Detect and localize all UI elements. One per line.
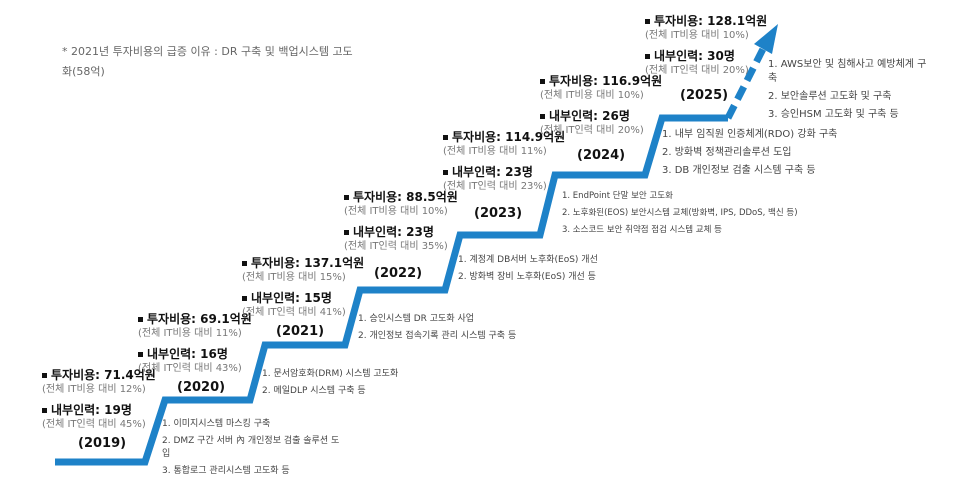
year-label-2024: (2024)	[577, 148, 626, 163]
stat-block-2023: 투자비용: 114.9억원 (전체 IT비용 대비 11%) 내부인력: 23명…	[443, 130, 565, 200]
bullet-icon	[645, 54, 650, 59]
bullet-icon	[344, 195, 349, 200]
invest-sub-2021: (전체 IT비용 대비 15%)	[242, 272, 346, 283]
staff-sub-2019: (전체 IT인력 대비 45%)	[42, 419, 146, 430]
staff-sub-2020: (전체 IT인력 대비 43%)	[138, 363, 242, 374]
project-list-2022: 1. 계정계 DB서버 노후화(EoS) 개선 2. 방화벽 장비 노후화(Eo…	[458, 254, 598, 288]
project-list-2021: 1. 승인시스템 DR 고도화 사업 2. 개인정보 접속기록 관리 시스템 구…	[358, 313, 516, 347]
invest-2025: 투자비용: 128.1억원	[645, 14, 767, 29]
invest-sub-2022: (전체 IT비용 대비 10%)	[344, 206, 448, 217]
staff-sub-2022: (전체 IT인력 대비 35%)	[344, 241, 448, 252]
list-item: 3. 승인HSM 고도화 및 구축 등	[768, 109, 899, 120]
list-item: 2. 노후화된(EOS) 보안시스템 교체(방화벽, IPS, DDoS, 백신…	[562, 208, 798, 218]
bullet-icon	[443, 135, 448, 140]
project-list-2023: 1. EndPoint 단말 보안 고도화 2. 노후화된(EOS) 보안시스템…	[562, 190, 798, 241]
project-list-2019: 1. 이미지시스템 마스킹 구축 2. DMZ 구간 서버 內 개인정보 검출 …	[162, 418, 347, 482]
stat-block-2019: 투자비용: 71.4억원 (전체 IT비용 대비 12%) 내부인력: 19명 …	[42, 368, 156, 438]
list-item: 2. 방화벽 장비 노후화(EoS) 개선 등	[458, 272, 596, 282]
year-label-2020: (2020)	[177, 380, 226, 395]
project-list-2025: 1. AWS보안 및 침해사고 예방체계 구축 2. 보안솔루션 고도화 및 구…	[768, 58, 930, 126]
year-label-2021: (2021)	[276, 324, 325, 339]
invest-2021: 투자비용: 137.1억원	[242, 256, 364, 271]
growth-arrow-head	[754, 24, 778, 54]
list-item: 2. 메일DLP 시스템 구축 등	[262, 386, 366, 396]
list-item: 1. 승인시스템 DR 고도화 사업	[358, 314, 475, 324]
year-label-2025: (2025)	[680, 88, 729, 103]
staff-2023: 내부인력: 23명	[443, 165, 565, 180]
bullet-icon	[42, 373, 47, 378]
bullet-icon	[344, 230, 349, 235]
bullet-icon	[242, 261, 247, 266]
growth-arrow-dashed	[724, 43, 769, 120]
invest-2023: 투자비용: 114.9억원	[443, 130, 565, 145]
staff-sub-2023: (전체 IT인력 대비 23%)	[443, 181, 547, 192]
project-list-2024: 1. 내부 임직원 인증체계(RDO) 강화 구축 2. 방화벽 정책관리솔루션…	[662, 128, 837, 182]
year-label-2023: (2023)	[474, 206, 523, 221]
staff-2020: 내부인력: 16명	[138, 347, 252, 362]
list-item: 3. 소스코드 보안 취약점 점검 시스템 교체 등	[562, 225, 722, 235]
invest-2019: 투자비용: 71.4억원	[42, 368, 156, 383]
invest-sub-2024: (전체 IT비용 대비 10%)	[540, 90, 644, 101]
staff-sub-2021: (전체 IT인력 대비 41%)	[242, 307, 346, 318]
invest-sub-2020: (전체 IT비용 대비 11%)	[138, 328, 242, 339]
staff-2021: 내부인력: 15명	[242, 291, 364, 306]
staff-sub-2025: (전체 IT인력 대비 20%)	[645, 65, 749, 76]
bullet-icon	[42, 408, 47, 413]
project-list-2020: 1. 문서암호화(DRM) 시스템 고도화 2. 메일DLP 시스템 구축 등	[262, 368, 398, 402]
staff-sub-2024: (전체 IT인력 대비 20%)	[540, 125, 644, 136]
stat-block-2022: 투자비용: 88.5억원 (전체 IT비용 대비 10%) 내부인력: 23명 …	[344, 190, 458, 260]
year-label-2022: (2022)	[374, 266, 423, 281]
invest-2020: 투자비용: 69.1억원	[138, 312, 252, 327]
list-item: 3. 통합로그 관리시스템 고도화 등	[162, 466, 290, 476]
stat-block-2021: 투자비용: 137.1억원 (전체 IT비용 대비 15%) 내부인력: 15명…	[242, 256, 364, 326]
bullet-icon	[138, 317, 143, 322]
invest-sub-2019: (전체 IT비용 대비 12%)	[42, 384, 146, 395]
staff-2022: 내부인력: 23명	[344, 225, 458, 240]
staff-2024: 내부인력: 26명	[540, 109, 662, 124]
bullet-icon	[443, 170, 448, 175]
stat-block-2020: 투자비용: 69.1억원 (전체 IT비용 대비 11%) 내부인력: 16명 …	[138, 312, 252, 382]
bullet-icon	[540, 114, 545, 119]
list-item: 1. 이미지시스템 마스킹 구축	[162, 419, 271, 429]
list-item: 1. AWS보안 및 침해사고 예방체계 구축	[768, 59, 927, 84]
list-item: 1. 계정계 DB서버 노후화(EoS) 개선	[458, 255, 598, 265]
stat-block-2025: 투자비용: 128.1억원 (전체 IT비용 대비 10%) 내부인력: 30명…	[645, 14, 767, 84]
footnote: * 2021년 투자비용의 급증 이유 : DR 구축 및 백업시스템 고도화(…	[62, 45, 353, 78]
list-item: 2. DMZ 구간 서버 內 개인정보 검출 솔루션 도입	[162, 436, 340, 459]
stair-step-line	[55, 114, 728, 466]
list-item: 2. 보안솔루션 고도화 및 구축	[768, 91, 892, 102]
bullet-icon	[242, 296, 247, 301]
invest-sub-2025: (전체 IT비용 대비 10%)	[645, 30, 749, 41]
list-item: 1. EndPoint 단말 보안 고도화	[562, 191, 673, 201]
staff-2019: 내부인력: 19명	[42, 403, 156, 418]
invest-2024: 투자비용: 116.9억원	[540, 74, 662, 89]
list-item: 1. 내부 임직원 인증체계(RDO) 강화 구축	[662, 129, 838, 140]
bullet-icon	[540, 79, 545, 84]
list-item: 1. 문서암호화(DRM) 시스템 고도화	[262, 369, 399, 379]
invest-sub-2023: (전체 IT비용 대비 11%)	[443, 146, 547, 157]
stat-block-2024: 투자비용: 116.9억원 (전체 IT비용 대비 10%) 내부인력: 26명…	[540, 74, 662, 144]
invest-2022: 투자비용: 88.5억원	[344, 190, 458, 205]
bullet-icon	[645, 19, 650, 24]
list-item: 2. 방화벽 정책관리솔루션 도입	[662, 147, 792, 158]
bullet-icon	[138, 352, 143, 357]
list-item: 3. DB 개인정보 검출 시스템 구축 등	[662, 165, 816, 176]
staff-2025: 내부인력: 30명	[645, 49, 767, 64]
list-item: 2. 개인정보 접속기록 관리 시스템 구축 등	[358, 331, 517, 341]
year-label-2019: (2019)	[78, 436, 127, 451]
